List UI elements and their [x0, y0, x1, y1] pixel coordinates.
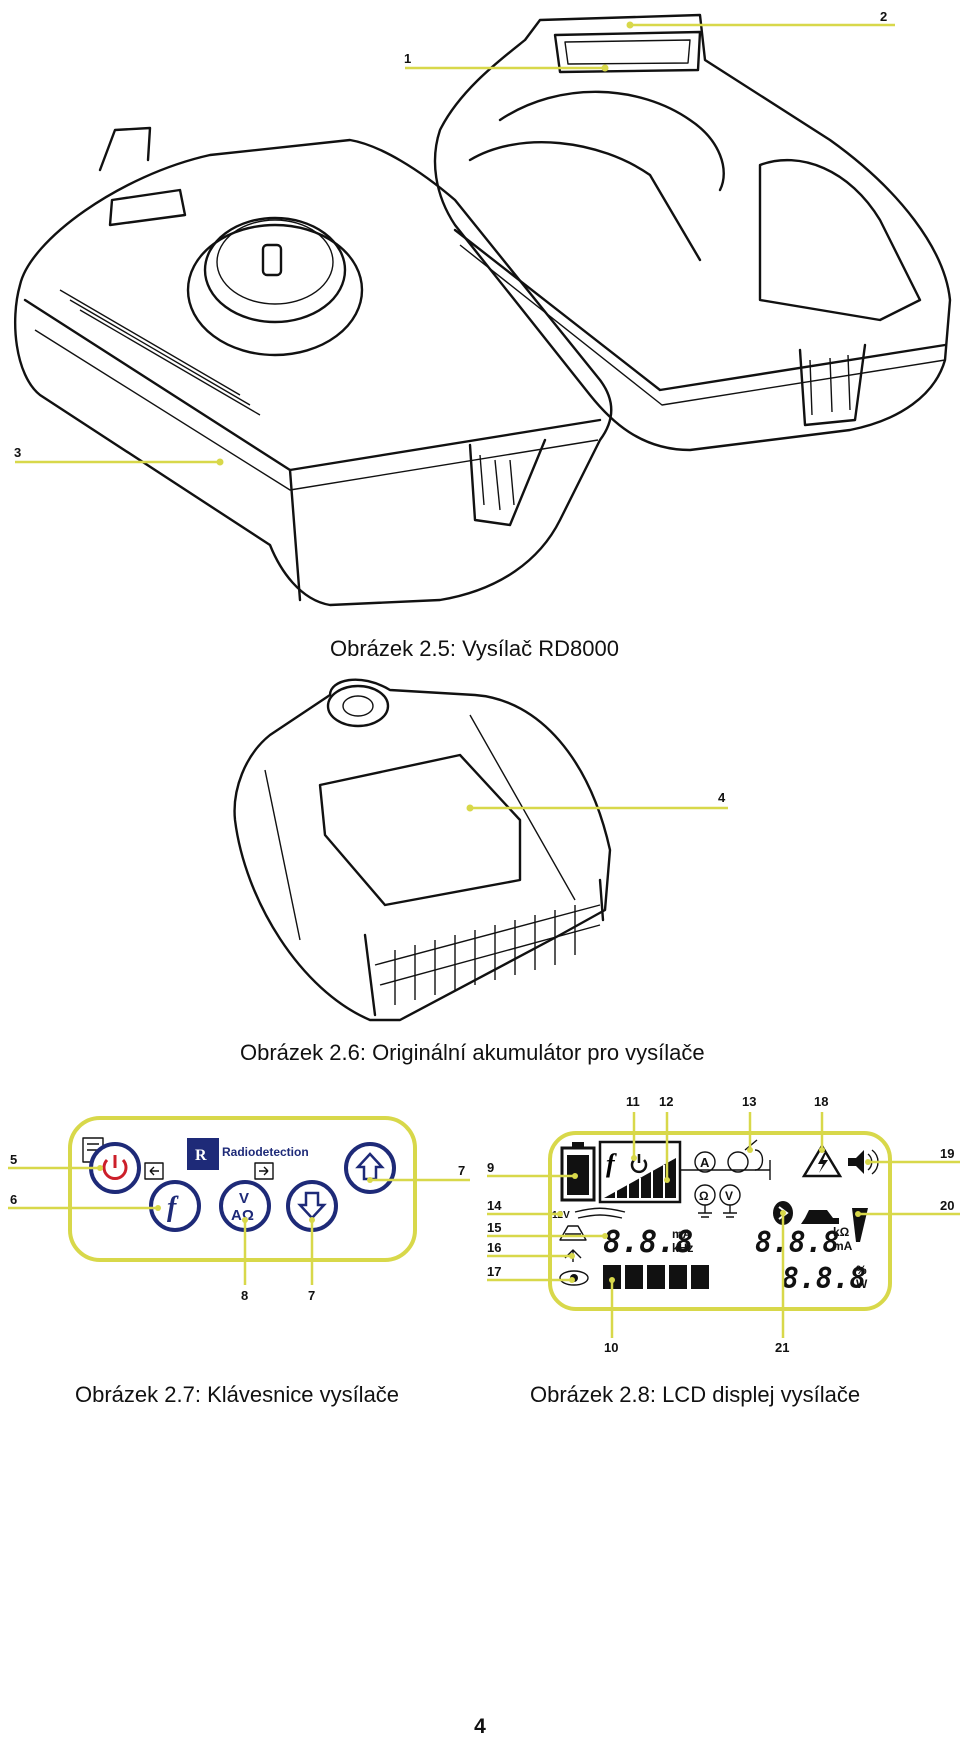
callout-18: 18 [814, 1094, 828, 1109]
caption-figure-2-6: Obrázek 2.6: Originální akumulátor pro v… [240, 1040, 705, 1065]
transmitter-unit-illustration [433, 13, 952, 452]
svg-text:f: f [167, 1192, 179, 1223]
figure-transmitter-drawing: 1 2 3 [13, 9, 952, 607]
clamp-icon [559, 1225, 587, 1241]
svg-text:%: % [856, 1263, 867, 1277]
transmitter-lid-illustration [13, 126, 613, 607]
svg-text:R: R [195, 1147, 207, 1164]
callout-8: 8 [241, 1288, 248, 1303]
dot-matrix-text-area [603, 1265, 709, 1289]
callout-16: 16 [487, 1240, 501, 1255]
measure-mode-button[interactable]: V AΩ [219, 1180, 271, 1232]
callout-4: 4 [718, 790, 726, 805]
svg-text:AΩ: AΩ [231, 1207, 254, 1224]
signal-strength-icon [852, 1208, 868, 1242]
caption-figure-2-5: Obrázek 2.5: Vysílač RD8000 [330, 636, 619, 661]
battery-level-icon [560, 1142, 596, 1202]
figure-battery-drawing: 4 [233, 678, 728, 1022]
callout-13: 13 [742, 1094, 756, 1109]
page-number: 4 [474, 1715, 486, 1738]
power-symbol-icon [630, 1154, 648, 1174]
callout-12: 12 [659, 1094, 673, 1109]
callout-15: 15 [487, 1220, 501, 1235]
svg-text:Ω: Ω [699, 1189, 709, 1203]
svg-text:A: A [700, 1155, 710, 1170]
svg-text:V: V [725, 1189, 733, 1203]
caption-figure-2-7: Obrázek 2.7: Klávesnice vysílače [75, 1382, 400, 1407]
callout-20: 20 [940, 1198, 954, 1213]
callout-5: 5 [10, 1152, 17, 1167]
callout-10: 10 [604, 1340, 618, 1355]
callout-21: 21 [775, 1340, 789, 1355]
arrow-right-box-icon [254, 1162, 274, 1180]
callout-3: 3 [14, 445, 21, 460]
svg-text:kHz: kHz [672, 1241, 693, 1255]
svg-text:mA: mA [833, 1239, 853, 1253]
brand-label: Radiodetection [222, 1145, 309, 1159]
callout-2: 2 [880, 9, 887, 24]
caption-figure-2-8: Obrázek 2.8: LCD displej vysílače [530, 1382, 861, 1407]
right-readout-2: 8.8.8 [782, 1262, 866, 1295]
svg-text:kΩ: kΩ [833, 1225, 850, 1239]
down-arrow-icon [297, 1191, 327, 1220]
arrow-left-box-icon [144, 1162, 164, 1180]
callout-17: 17 [487, 1264, 501, 1279]
svg-text:mA: mA [672, 1227, 692, 1241]
callout-6: 6 [10, 1192, 17, 1207]
svg-text:V: V [239, 1190, 249, 1207]
function-button[interactable]: f [149, 1180, 201, 1232]
radiodetection-logo-icon [187, 1138, 219, 1170]
callout-7-up: 7 [458, 1163, 465, 1178]
callout-9: 9 [487, 1160, 494, 1175]
svg-text:W: W [856, 1277, 868, 1291]
down-arrow-button[interactable] [286, 1180, 338, 1232]
output-level-bargraph [604, 1158, 676, 1198]
car-icon [801, 1210, 839, 1224]
callout-11: 11 [626, 1094, 640, 1109]
high-voltage-warning-icon [801, 1143, 843, 1178]
callout-19: 19 [940, 1146, 954, 1161]
battery-pack-illustration [233, 678, 612, 1022]
signal-waves-icon [574, 1207, 626, 1219]
callout-1: 1 [404, 51, 411, 66]
callout-14: 14 [487, 1198, 502, 1213]
clamp-meter-icons: A Ω V [680, 1139, 771, 1218]
frequency-readout: 8.8.8 [603, 1225, 693, 1260]
callout-7-down: 7 [308, 1288, 315, 1303]
frequency-f-icon: f [606, 1149, 617, 1178]
right-readout-1: 8.8.8 [755, 1226, 839, 1259]
